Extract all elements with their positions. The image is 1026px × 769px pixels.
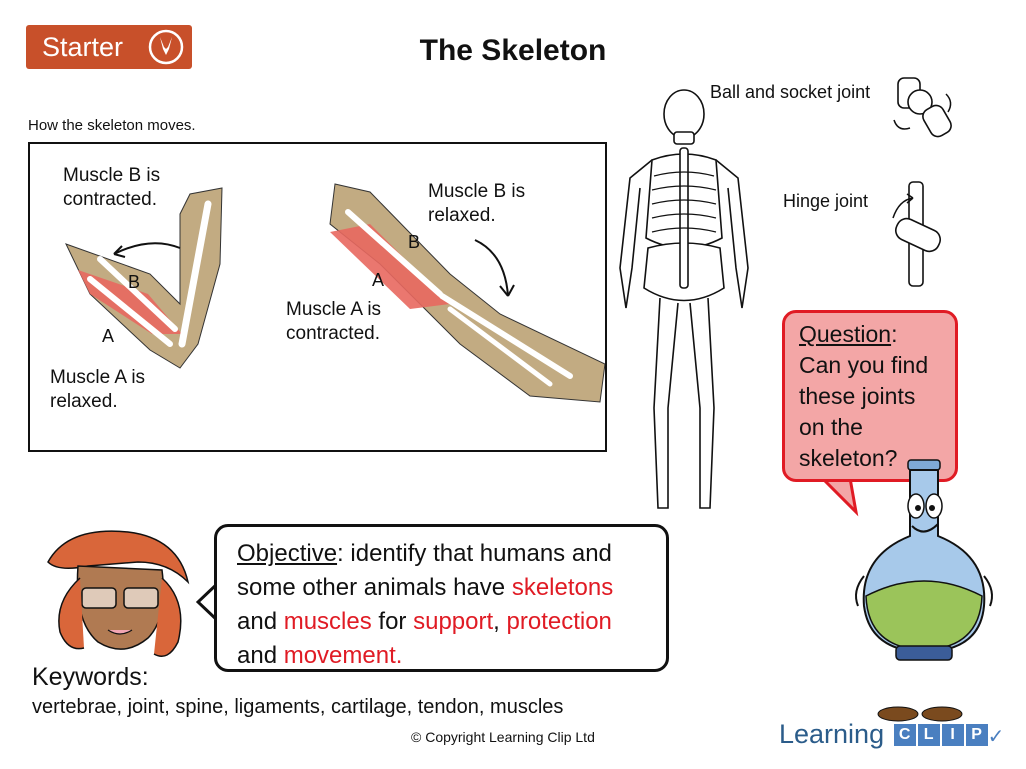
page-title: The Skeleton	[419, 34, 607, 67]
left-letter-b: B	[128, 272, 141, 292]
objective-keyword-muscles: muscles	[283, 608, 372, 635]
objective-keyword-protection: protection	[506, 608, 612, 635]
starter-badge: Starter	[26, 25, 192, 69]
question-heading: Question	[799, 321, 892, 347]
objective-keyword-support: support	[413, 608, 494, 635]
ball-and-socket-joint-illustration	[893, 77, 952, 138]
objective-bubble: Objective: identify that humans and some…	[214, 524, 669, 672]
arm-diagram-illustration	[65, 183, 605, 403]
diagram-caption: How the skeleton moves.	[28, 117, 196, 134]
objective-text-2: some other animals have	[237, 574, 512, 601]
question-line-1: Can you find	[799, 352, 929, 378]
rabbit-head-icon	[148, 29, 184, 65]
objective-text-4: for	[371, 608, 414, 635]
objective-keyword-skeletons: skeletons	[511, 574, 614, 601]
brand-letter-l: L	[917, 724, 940, 746]
keywords-title: Keywords:	[32, 663, 149, 691]
shoes-logo-icon	[877, 706, 963, 722]
question-line-4: skeleton?	[799, 445, 898, 471]
hinge-joint-illustration	[892, 181, 942, 287]
copyright-text: © Copyright Learning Clip Ltd	[411, 729, 595, 745]
objective-keyword-movement: movement	[283, 642, 396, 669]
scientist-girl-illustration	[47, 530, 190, 657]
ball-socket-joint-label: Ball and socket joint	[710, 82, 871, 102]
right-letter-a: A	[372, 270, 385, 290]
flask-character-illustration	[855, 459, 993, 661]
objective-text-5: ,	[493, 608, 507, 635]
hinge-joint-label: Hinge joint	[783, 191, 869, 211]
keywords-list: vertebrae, joint, spine, ligaments, cart…	[32, 696, 564, 718]
starter-label: Starter	[42, 32, 124, 62]
objective-bubble-tail	[196, 582, 219, 622]
human-skeleton-illustration	[619, 89, 749, 509]
brand-word: Learning	[779, 719, 885, 749]
left-letter-a: A	[102, 326, 115, 346]
brand-letter-p: P	[965, 724, 988, 746]
objective-text-1: : identify that humans and	[337, 540, 612, 567]
objective-text-7: .	[395, 642, 403, 669]
objective-heading: Objective	[237, 540, 338, 567]
right-letter-b: B	[408, 232, 421, 252]
question-line-3: on the	[799, 414, 863, 440]
brand-letter-c: C	[893, 724, 916, 746]
objective-text-3: and	[237, 608, 284, 635]
question-line-2: these joints	[799, 383, 916, 409]
checkmark-icon: ✓	[987, 726, 1005, 748]
question-bubble: Question: Can you find these joints on t…	[782, 310, 958, 482]
objective-text-6: and	[237, 642, 284, 669]
brand-letter-i: I	[941, 724, 964, 746]
